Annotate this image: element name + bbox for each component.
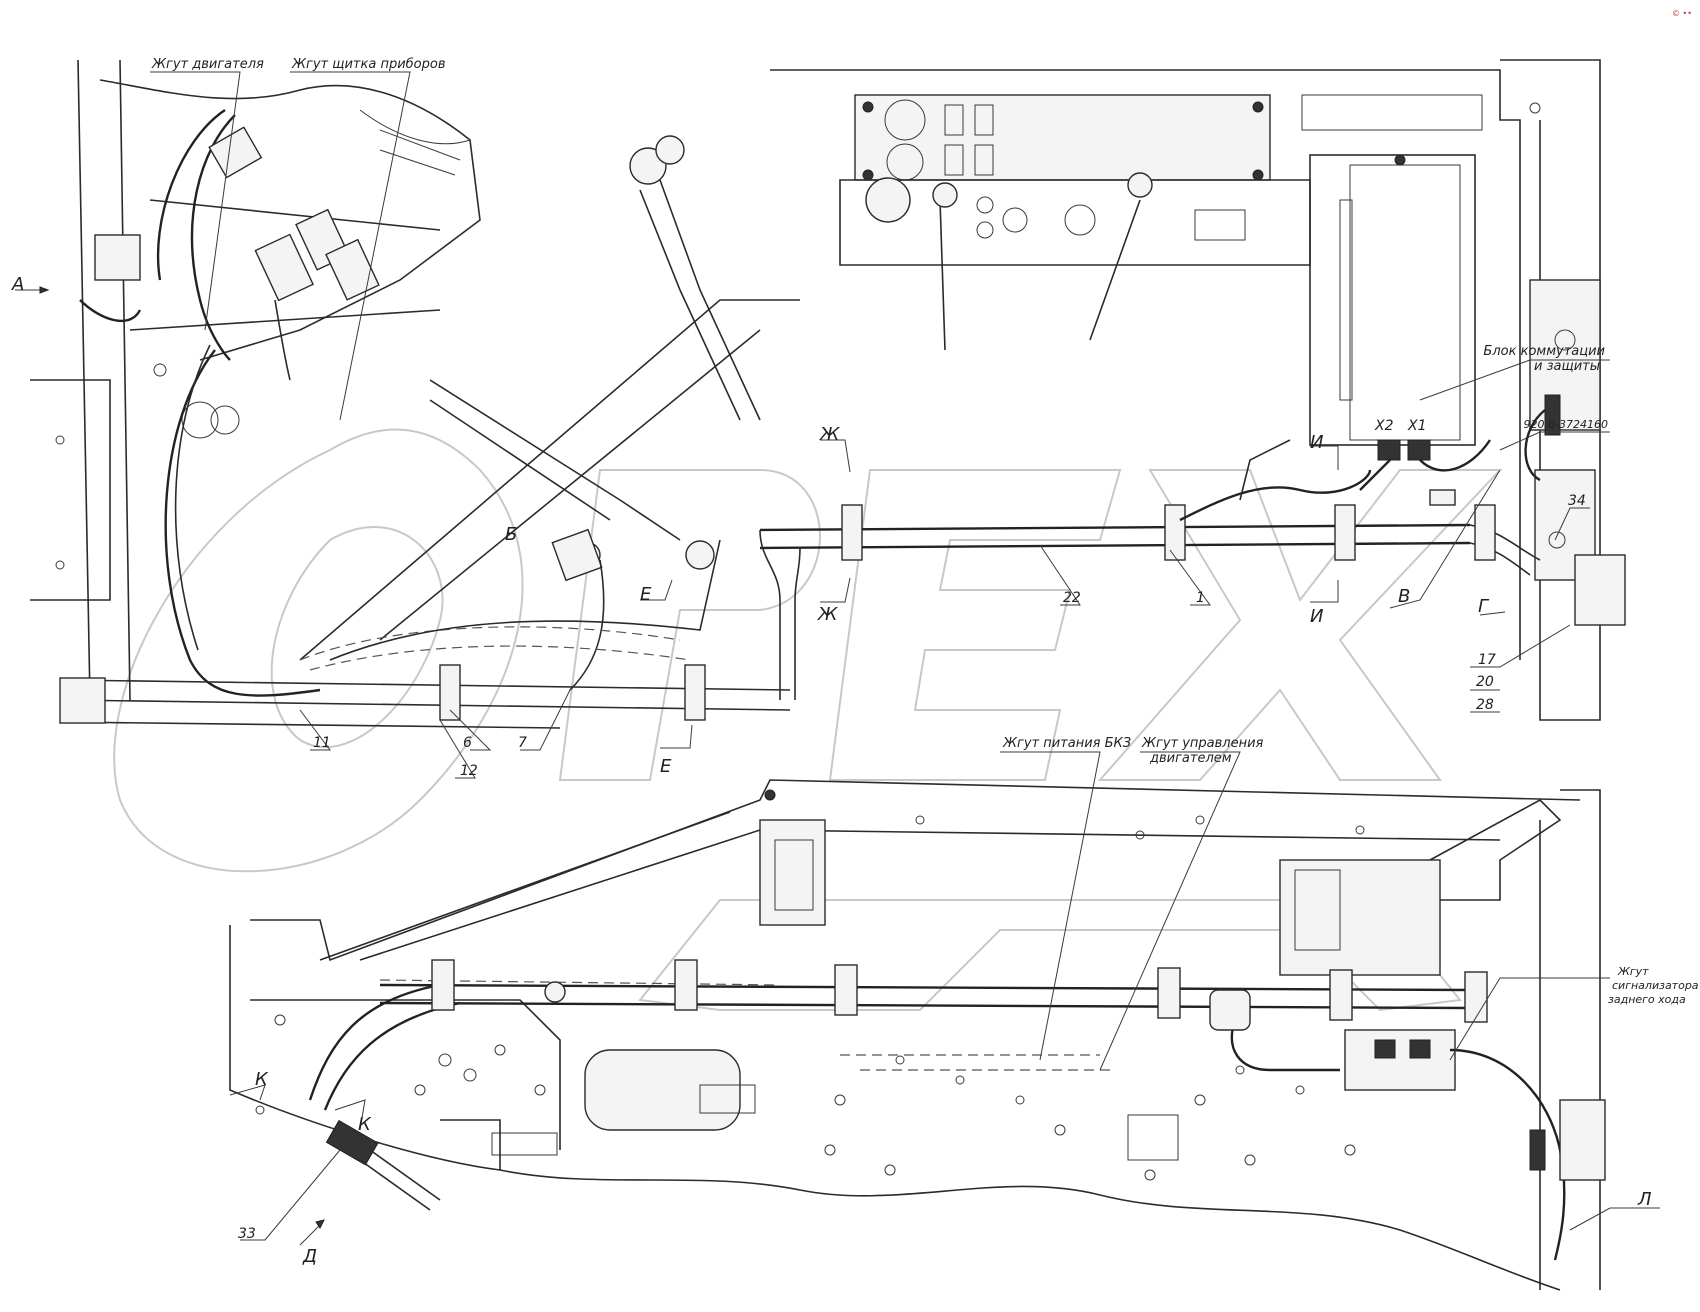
main-harness-lower	[308, 959, 1606, 1261]
section-mark-b: Б	[505, 524, 517, 545]
section-mark-k-left: К	[255, 1069, 269, 1090]
label-engine-harness: Жгут двигателя	[151, 57, 264, 72]
instrument-harness-connector	[254, 208, 380, 381]
section-mark-zh-top: Ж	[819, 424, 840, 445]
position-6: 6	[463, 735, 472, 751]
position-17: 17	[1478, 652, 1496, 668]
label-connector-x2: X2	[1374, 418, 1394, 434]
label-connector-x1: X1	[1407, 418, 1427, 434]
label-reverse-1: Жгут	[1617, 965, 1649, 978]
section-mark-e-bottom: Е	[660, 756, 672, 777]
label-instrument-harness: Жгут щитка приборов	[291, 57, 446, 72]
position-20: 20	[1476, 674, 1494, 690]
section-mark-k-right: К	[358, 1114, 372, 1135]
position-34: 34	[1568, 493, 1586, 509]
position-28: 28	[1476, 697, 1494, 713]
position-33: 33	[238, 1226, 256, 1242]
leader-lines	[150, 71, 1660, 1241]
label-reverse-3: заднего хода	[1608, 993, 1686, 1006]
position-11: 11	[313, 735, 331, 751]
position-12: 12	[460, 763, 478, 779]
label-reverse-2: сигнализатора	[1612, 979, 1699, 992]
label-part-number: 920.6-3724160	[1524, 418, 1608, 431]
position-22: 22	[1063, 590, 1081, 606]
control-panel	[770, 69, 1521, 660]
section-mark-l: Л	[1637, 1189, 1652, 1210]
main-harness-upper	[439, 439, 1541, 721]
label-bkz-power: Жгут питания БКЗ	[1002, 736, 1131, 751]
section-mark-v: В	[1398, 586, 1410, 607]
upper-view	[15, 59, 1626, 749]
section-mark-zh-bottom: Ж	[817, 604, 838, 625]
callouts: Жгут двигателя Жгут щитка приборов Блок …	[11, 57, 1699, 1267]
position-1: 1	[1196, 590, 1205, 606]
corner-mark: © ••	[1672, 9, 1692, 18]
section-mark-d: Д	[302, 1246, 317, 1267]
position-7: 7	[518, 735, 527, 751]
label-engine-control-1: Жгут управления	[1141, 736, 1264, 751]
section-mark-e-top: Е	[640, 584, 652, 605]
label-switching-unit-1: Блок коммутации	[1483, 344, 1605, 359]
lower-view	[229, 779, 1606, 1291]
section-mark-g: Г	[1478, 596, 1490, 617]
section-mark-i-bottom: И	[1310, 606, 1323, 627]
section-mark-a: А	[11, 274, 24, 295]
label-engine-control-2: двигателем	[1149, 751, 1232, 766]
section-mark-i-top: И	[1310, 432, 1323, 453]
frame-holes	[255, 815, 1365, 1181]
label-switching-unit-2: и защиты	[1534, 359, 1600, 374]
